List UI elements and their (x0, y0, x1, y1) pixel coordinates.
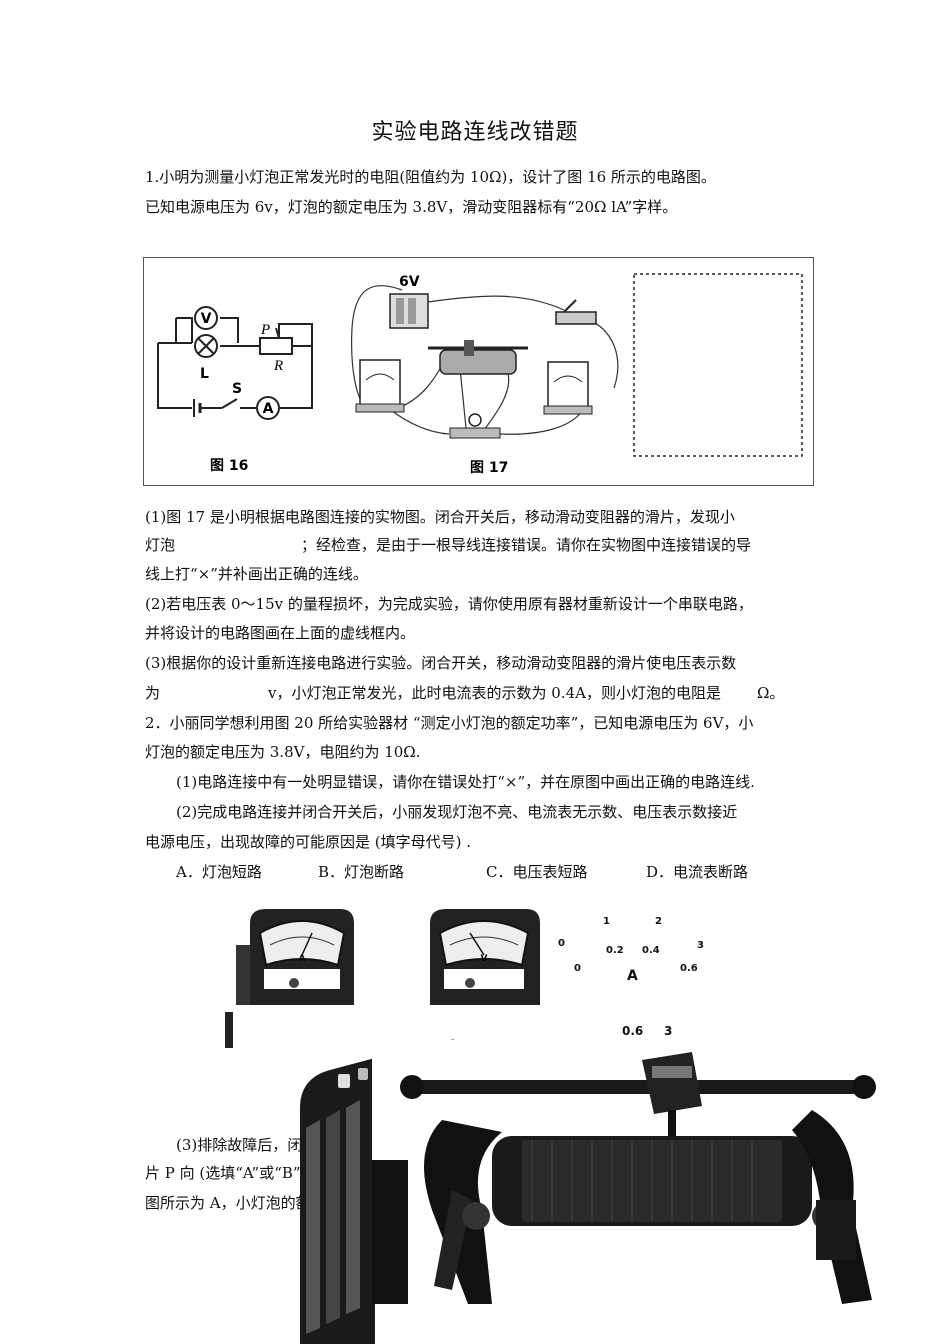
fig16-label-v: V (201, 311, 212, 327)
scale-label-2: 2 (655, 916, 662, 927)
fig16-ammeter-icon (256, 396, 280, 420)
q1-part1-text-end: ；经检查，是由于一根导线连接错误。请你在实物图中连接错误的导 (301, 536, 752, 554)
figure-box: V A P R L S 图 16 6V (143, 257, 814, 486)
q1-part3-line2: 为 v，小灯泡正常发光，此时电流表的示数为 0.4A，则小灯泡的电阻是 Ω。 (145, 682, 784, 703)
ammeter-edge-shadow (225, 1012, 233, 1048)
q1-part1-text-start: 灯泡 (145, 536, 176, 554)
q1-part2-line1: (2)若电压表 0～15v 的量程损坏，为完成实验，请你使用原有器材重新设计一个… (145, 595, 753, 613)
q1-intro-line2: 已知电源电压为 6v，灯泡的额定电压为 3.8V，滑动变阻器标有“20Ω lA”… (145, 198, 678, 216)
fig16-resistor-icon (259, 337, 293, 355)
fig16-label-r: R (273, 358, 283, 374)
q2-intro-line2: 灯泡的额定电压为 3.8V，电阻约为 10Ω. (145, 743, 421, 761)
battery-box-photo-icon (300, 1058, 375, 1344)
answer-drawing-box (633, 273, 803, 457)
fig16-label-a: A (263, 401, 274, 417)
q1-part1-line3: 线上打“×”并补画出正确的连线。 (145, 565, 368, 583)
q1-part3-line1: (3)根据你的设计重新连接电路进行实验。闭合开关，移动滑动变阻器的滑片使电压表示… (145, 654, 737, 672)
q1-part1-line2: 灯泡 ；经检查，是由于一根导线连接错误。请你在实物图中连接错误的导 (145, 534, 751, 555)
q2-part1: (1)电路连接中有一处明显错误，请你在错误处打“×”，并在原图中画出正确的电路连… (176, 773, 755, 791)
fig16-label-p: P (260, 322, 270, 338)
fig16-battery-icon (193, 399, 202, 417)
fig17-lamp-icon (449, 427, 501, 439)
figures-svg: V A P R L S 图 16 6V (157, 273, 803, 476)
scale-label-0-4: 0.4 (642, 945, 660, 956)
q2-intro-line1: 2．小丽同学想利用图 20 所给实验器材 “测定小灯泡的额定功率”，已知电源电压… (145, 714, 754, 732)
q1-part3-text-start: 为 (145, 684, 161, 702)
scale-label-0-6: 0.6 (680, 963, 698, 974)
scale-label-1: 1 (603, 916, 610, 927)
q1-part3-text-end: Ω。 (756, 684, 785, 702)
q2-part2-line2: 电源电压，出现故障的可能原因是 (填字母代号) . (145, 833, 472, 851)
fig16-label-s: S (232, 381, 242, 397)
fig17-ammeter-icon (359, 359, 401, 407)
terminal-label-3: 3 (664, 1024, 673, 1038)
q1-part2-line2: 并将设计的电路图画在上面的虚线框内。 (145, 624, 416, 642)
q1-intro-line1: 1.小明为测量小灯泡正常发光时的电阻(阻值约为 10Ω)，设计了图 16 所示的… (145, 168, 716, 186)
voltmeter-photo-icon: V (430, 909, 540, 1005)
scale-label-3: 3 (697, 940, 704, 951)
fig17-rheostat-icon (439, 349, 517, 375)
q1-part3-text-mid: v，小灯泡正常发光，此时电流表的示数为 0.4A，则小灯泡的电阻是 (268, 684, 721, 702)
fig16-circuit (157, 306, 313, 420)
meters-photo: A V (236, 909, 540, 1005)
svg-text:A: A (299, 954, 306, 964)
scale-label-zero: 0 (574, 963, 581, 974)
fig16-label-l: L (200, 366, 209, 382)
fig16-caption: 图 16 (210, 458, 248, 474)
slide-rheostat-photo-icon (372, 1040, 892, 1304)
q2-option-a: A．灯泡短路 (176, 863, 262, 881)
scale-label-0: 0 (558, 938, 565, 949)
fig16-switch-icon (221, 398, 238, 409)
scale-label-0-2: 0.2 (606, 945, 624, 956)
fig17-apparatus: 6V (351, 274, 619, 439)
fig17-switch-icon (555, 311, 597, 325)
q2-part2-line1: (2)完成电路连接并闭合开关后，小丽发现灯泡不亮、电流表无示数、电压表示数接近 (176, 803, 738, 821)
q2-option-d: D．电流表断路 (646, 863, 749, 881)
fig16-lamp-icon (194, 334, 218, 358)
q2-option-c: C．电压表短路 (486, 863, 588, 881)
q2-option-b: B．灯泡断路 (318, 863, 405, 881)
scale-unit: A (627, 968, 638, 984)
fig16-voltmeter-icon (194, 306, 218, 330)
q1-part1-line1: (1)图 17 是小明根据电路图连接的实物图。闭合开关后，移动滑动变阻器的滑片，… (145, 508, 735, 526)
ammeter-photo-icon: A (236, 909, 354, 1005)
fig17-voltmeter-icon (547, 361, 589, 409)
svg-text:V: V (481, 954, 488, 964)
fig17-caption: 图 17 (470, 460, 508, 476)
fig17-battery-label: 6V (399, 274, 420, 290)
terminal-label-0-6: 0.6 (622, 1024, 644, 1038)
page-title: 实验电路连线改错题 (371, 120, 579, 145)
